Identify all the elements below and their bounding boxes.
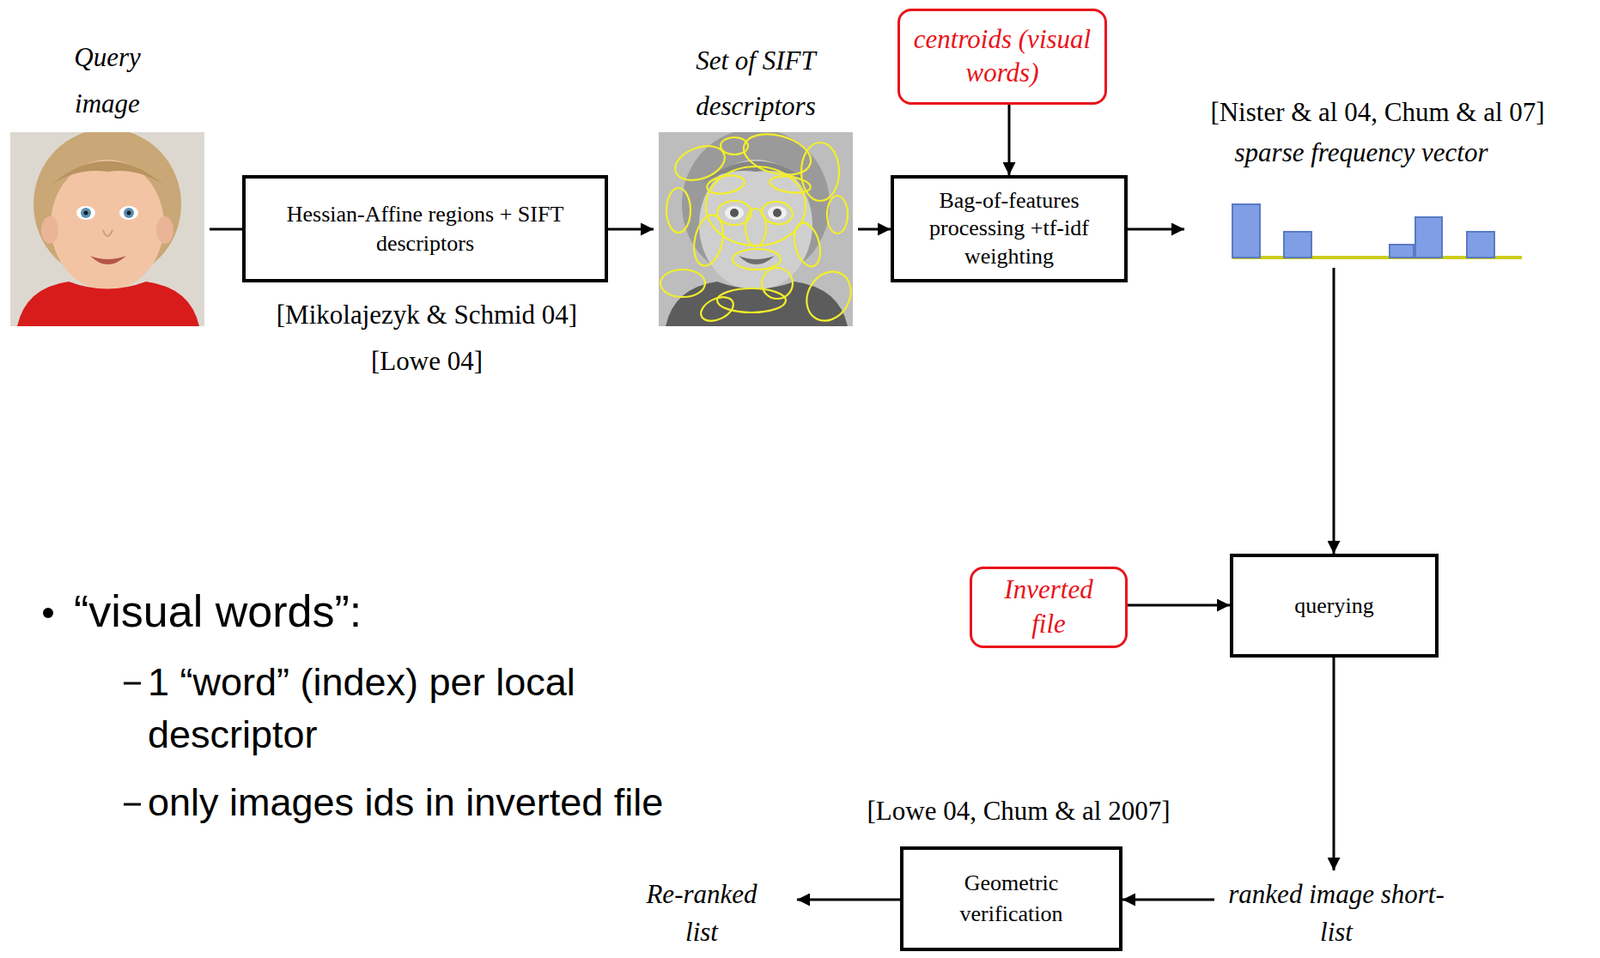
connector-arrow	[1008, 104, 1011, 176]
sift-photo-part	[767, 206, 787, 220]
sift-photo	[658, 132, 853, 327]
citation-label: [Lowe 04, Chum & al 2007]	[829, 795, 1208, 829]
sift-photo-part-part	[705, 166, 806, 246]
image-node: sparse frequency vector	[1189, 133, 1534, 263]
query-photo-part	[50, 159, 165, 291]
sift-photo-part-part	[717, 288, 786, 313]
connector-arrow	[796, 899, 901, 902]
process-box: querying	[1229, 553, 1439, 658]
query-photo-part	[103, 230, 113, 237]
sift-photo-part-part	[801, 142, 840, 201]
connector-arrow	[209, 228, 243, 232]
connector-arrow	[1332, 657, 1336, 871]
node-text: Bag-of-features processing +tf-idf weigh…	[919, 187, 1099, 272]
bullet-text: 1 “word” (index) per local descriptor	[147, 657, 629, 762]
text-node: ranked image short-list	[1219, 876, 1454, 952]
sift-photo-part-part	[827, 195, 848, 234]
sift-photo-part	[730, 208, 739, 218]
histogram-part-part	[1283, 231, 1312, 258]
connector-arrow	[1332, 267, 1336, 554]
sift-photo-part	[724, 206, 744, 220]
query-photo-part	[84, 211, 89, 216]
query-photo-part	[119, 206, 139, 220]
citation-label: [Nister & al 04, Chum & al 07]	[1145, 96, 1600, 130]
bullet-dash	[123, 803, 141, 807]
node-text: Set of SIFT descriptors	[681, 37, 832, 129]
histogram	[1232, 204, 1522, 258]
query-photo-part	[127, 211, 132, 216]
query-photo-part	[80, 207, 92, 219]
image-node: Set of SIFT descriptors	[658, 37, 853, 327]
data-store-box: Inverted file	[969, 566, 1128, 649]
query-photo-part	[123, 207, 134, 219]
sift-photo-part-part	[790, 219, 826, 269]
node-text: Re-ranked list	[637, 876, 767, 952]
histogram-part-part	[1389, 244, 1414, 258]
node-text: Query image	[64, 34, 151, 128]
query-photo-part	[76, 206, 96, 220]
sift-photo-part-part	[720, 137, 749, 155]
query-photo-part	[41, 216, 59, 244]
histogram-part-part	[1466, 231, 1495, 258]
sift-photo-part	[772, 208, 782, 218]
sift-photo-part	[660, 132, 853, 327]
node-text: querying	[1294, 591, 1374, 621]
node-text: Inverted file	[989, 572, 1108, 643]
connector-arrow	[1122, 899, 1215, 902]
query-photo	[10, 132, 205, 327]
query-photo-part	[90, 255, 127, 265]
sift-photo-part	[738, 255, 775, 265]
node-text: Geometric verification	[937, 868, 1085, 931]
histogram-part-part	[1415, 217, 1442, 258]
data-store-box: centroids (visual words)	[897, 8, 1108, 105]
citation-label: [Lowe 04]	[332, 345, 522, 379]
bullet-text: only images ids in inverted file	[147, 778, 801, 829]
process-box: Bag-of-features processing +tf-idf weigh…	[890, 175, 1128, 283]
query-photo-part	[51, 161, 164, 186]
connector-arrow	[1127, 228, 1185, 232]
bullet-dot	[42, 608, 54, 619]
connector-arrow	[608, 228, 654, 232]
bullet-dash	[123, 682, 141, 686]
histogram-part-part	[1232, 204, 1260, 258]
node-text: ranked image short-list	[1219, 876, 1454, 952]
node-text: Hessian-Affine regions + SIFT descriptor…	[262, 200, 588, 259]
bullet-text: “visual words”:	[73, 584, 607, 640]
connector-arrow	[1127, 604, 1230, 608]
node-text: sparse frequency vector	[1234, 133, 1489, 172]
sift-photo-part-part	[697, 292, 737, 327]
sift-photo-part-part	[732, 249, 781, 270]
query-photo-part	[156, 216, 174, 244]
citation-label: [Mikolajezyk & Schmid 04]	[237, 298, 616, 333]
process-box: Geometric verification	[900, 846, 1123, 952]
connector-arrow	[857, 228, 891, 232]
sift-photo-part	[699, 159, 813, 291]
sift-photo-part-part	[745, 208, 767, 247]
sift-photo-part-part	[797, 263, 853, 327]
histogram-part	[1232, 204, 1495, 258]
sift-photo-part-part	[660, 269, 706, 298]
query-photo-part	[17, 281, 200, 327]
text-node: Re-ranked list	[611, 876, 792, 952]
node-text: centroids (visual words)	[912, 23, 1093, 91]
sift-photo-part-part	[666, 188, 691, 233]
process-box: Hessian-Affine regions + SIFT descriptor…	[242, 175, 609, 283]
sift-photo-part-part	[705, 172, 747, 196]
image-node: Query image	[10, 34, 205, 327]
sift-photo-part-part	[761, 267, 793, 299]
